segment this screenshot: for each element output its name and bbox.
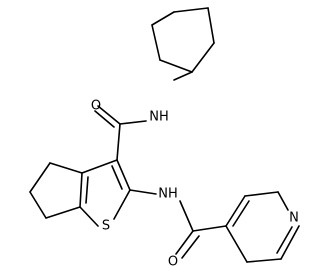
bond-thiophene-s-c6a [79, 206, 99, 227]
bond-pyridine-inner [276, 226, 293, 254]
molecule-structure-diagram: O NH S NH O N [29, 7, 300, 270]
bond-pyridine [244, 191, 279, 197]
bond-nh-carbonyl [119, 120, 147, 125]
bond-carbonyl2-pyridine [192, 225, 227, 232]
bond-thiophene-c3-c2 [116, 159, 131, 191]
bond-cyclohexane [151, 11, 175, 26]
bond-cyclohexane [159, 59, 193, 73]
bond-cyclohexane [207, 7, 215, 44]
nh-label-amide2: NH [158, 187, 178, 202]
oxygen-label-amide1: O [91, 99, 101, 114]
bond-carbonyl2-double-b [181, 235, 200, 259]
bond-pyridine [225, 225, 248, 263]
bond-pyridine [225, 195, 246, 227]
atom-label-layer: O NH S NH O N [91, 99, 299, 270]
bond-layer [29, 7, 300, 263]
bond-cyclopentane [45, 206, 81, 219]
sulfur-label-thiophene: S [102, 219, 110, 234]
bond-carbonyl-c3 [116, 123, 121, 161]
bond-thiophene-c6a-c3a [79, 172, 83, 208]
nh-label-amide1: NH [149, 110, 169, 125]
bond-pyridine-inner [232, 200, 250, 227]
bond-cyclopentane [29, 191, 47, 219]
bond-thiophene-c3-c2-inner [111, 165, 123, 190]
bond-cyclohexyl-nh [173, 71, 193, 81]
bond-cyclohexane [191, 42, 215, 73]
bond-thiophene-c3-c3a [81, 159, 118, 174]
oxygen-label-amide2: O [168, 255, 178, 270]
bond-cyclopentane [49, 162, 83, 174]
bond-carbonyl-double-a [97, 105, 121, 125]
bond-pyridine [277, 191, 289, 211]
bond-carbonyl-double-b [94, 110, 115, 128]
bond-nh-carbonyl2 [179, 200, 194, 232]
bond-pyridine [246, 258, 282, 263]
bond-cyclohexane [173, 7, 209, 13]
bond-cyclopentane [29, 162, 51, 193]
bond-pyridine [280, 225, 300, 260]
bond-thiophene-c6a-c3a-inner [85, 176, 89, 204]
bond-c2-nh [129, 189, 157, 195]
bond-carbonyl2-double-a [175, 230, 194, 255]
nitrogen-label-pyridine: N [289, 211, 299, 226]
bond-thiophene-c2-s [113, 189, 131, 220]
bond-cyclohexane [151, 24, 161, 61]
